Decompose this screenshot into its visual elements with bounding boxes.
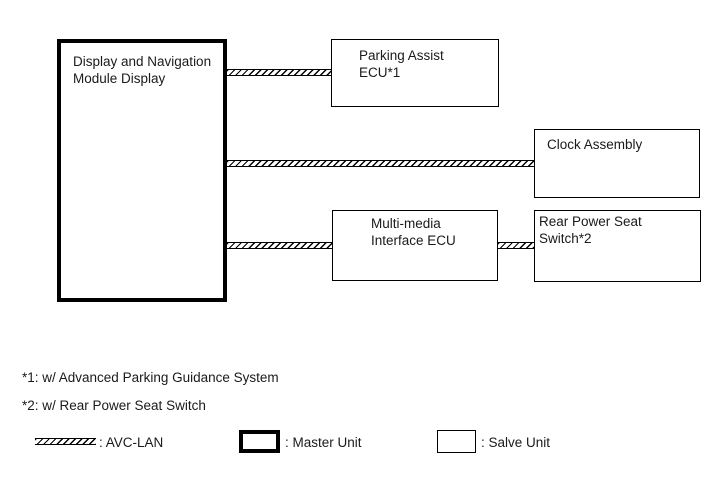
- avc-lan-connector-clock: [227, 160, 534, 167]
- clock-assembly-box: Clock Assembly: [534, 129, 700, 198]
- legend-master-unit-label: : Master Unit: [285, 435, 362, 450]
- parking-assist-ecu-box: Parking Assist ECU*1: [331, 39, 499, 107]
- box-label-line: Display and Navigation: [73, 54, 212, 69]
- box-label-line: Interface ECU: [371, 233, 456, 248]
- avc-lan-connector-parking: [227, 69, 331, 76]
- legend-slave-unit-label: : Salve Unit: [481, 435, 551, 450]
- multimedia-interface-ecu-box: Multi-media Interface ECU: [332, 210, 498, 281]
- box-label-line: Module Display: [73, 71, 166, 86]
- legend-slave-unit-box: [437, 430, 476, 453]
- footnote-2: *2: w/ Rear Power Seat Switch: [22, 398, 206, 413]
- avc-lan-connector-rear-seat: [498, 242, 534, 249]
- legend-master-unit-box: [239, 430, 280, 453]
- footnote-1: *1: w/ Advanced Parking Guidance System: [22, 370, 279, 385]
- box-label-line: Clock Assembly: [547, 137, 643, 152]
- box-label-line: Parking Assist: [359, 48, 444, 63]
- display-navigation-module-box: Display and Navigation Module Display: [57, 39, 227, 302]
- box-label-line: Multi-media: [371, 216, 441, 231]
- box-label-line: ECU*1: [359, 65, 401, 80]
- legend-avc-lan-label: : AVC-LAN: [99, 435, 164, 450]
- rear-power-seat-switch-box: Rear Power Seat Switch*2: [534, 210, 701, 282]
- box-label-line: Switch*2: [539, 231, 592, 246]
- box-label-line: Rear Power Seat: [539, 214, 642, 229]
- legend-avc-lan-swatch: [35, 438, 96, 445]
- avc-lan-connector-multimedia: [227, 242, 332, 249]
